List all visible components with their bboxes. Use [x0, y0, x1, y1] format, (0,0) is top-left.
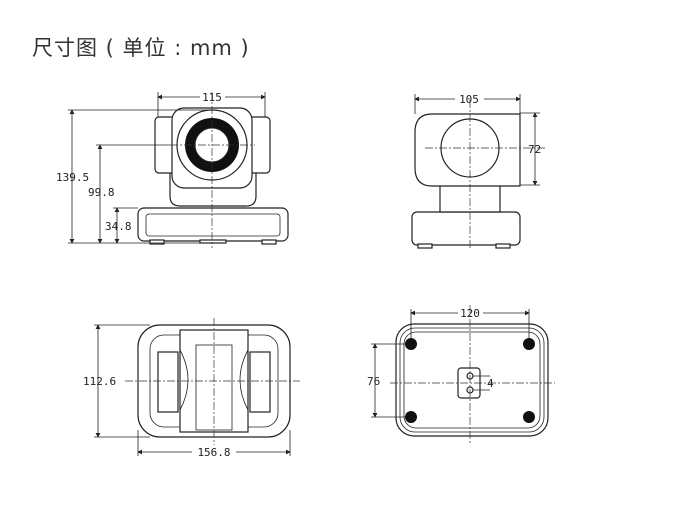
- foot-icon: [523, 411, 535, 423]
- bottom-dimensions: 120 76 4: [367, 307, 530, 418]
- dim-top-depth: 112.6: [83, 375, 116, 388]
- side-dimensions: 105 72: [414, 93, 541, 186]
- side-view: [411, 100, 545, 250]
- dim-lens-height: 99.8: [88, 186, 115, 199]
- dim-front-width: 115: [202, 91, 222, 104]
- dim-head-height: 72: [528, 143, 541, 156]
- dim-base-height: 34.8: [105, 220, 132, 233]
- front-dimensions: 115 139.5 99.8 34.8: [56, 91, 266, 244]
- dim-top-width: 156.8: [197, 446, 230, 459]
- bottom-view: [390, 305, 555, 445]
- page-title: 尺寸图 ( 单位 : mm ): [32, 36, 250, 60]
- top-dimensions: 112.6 156.8: [83, 324, 291, 459]
- dim-side-depth: 105: [459, 93, 479, 106]
- top-view: [125, 318, 300, 445]
- foot-icon: [405, 338, 417, 350]
- dim-total-height: 139.5: [56, 171, 89, 184]
- dim-hole-spacing-x: 120: [460, 307, 480, 320]
- dim-hole-spacing-y: 76: [367, 375, 380, 388]
- front-view: [137, 92, 289, 248]
- dim-mount-offset: 4: [487, 377, 494, 390]
- foot-icon: [405, 411, 417, 423]
- foot-icon: [523, 338, 535, 350]
